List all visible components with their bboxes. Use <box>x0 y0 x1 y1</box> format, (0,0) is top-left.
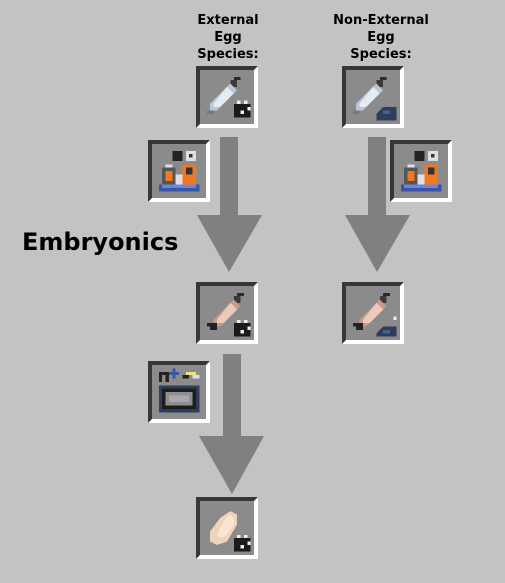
egg-spider-icon <box>210 511 251 552</box>
non-external-input-slot[interactable] <box>342 66 404 128</box>
arrow-external-2 <box>199 354 264 494</box>
embryonics-station-slot[interactable] <box>148 361 210 423</box>
embryonics-label: Embryonics <box>22 228 179 256</box>
non-external-species-label: Non-External Egg Species: <box>333 13 429 62</box>
machine-slot-external[interactable] <box>148 140 210 202</box>
egg-output-slot[interactable] <box>196 497 258 559</box>
filled-syringe-spider-icon <box>206 292 251 337</box>
embryonics-station-icon <box>158 368 200 413</box>
filled-syringe-creature-icon <box>352 292 397 337</box>
external-species-label: External Egg Species: <box>197 13 259 62</box>
arrow-external-1 <box>197 137 262 272</box>
syringe-spider-icon <box>206 76 251 118</box>
dna-extractor-icon <box>158 150 200 192</box>
external-filled-slot[interactable] <box>196 282 258 344</box>
syringe-creature-icon <box>352 76 397 121</box>
dna-extractor-icon <box>400 150 442 192</box>
arrow-non-external-1 <box>345 137 410 272</box>
external-input-slot[interactable] <box>196 66 258 128</box>
non-external-filled-slot[interactable] <box>342 282 404 344</box>
machine-slot-non-external[interactable] <box>390 140 452 202</box>
